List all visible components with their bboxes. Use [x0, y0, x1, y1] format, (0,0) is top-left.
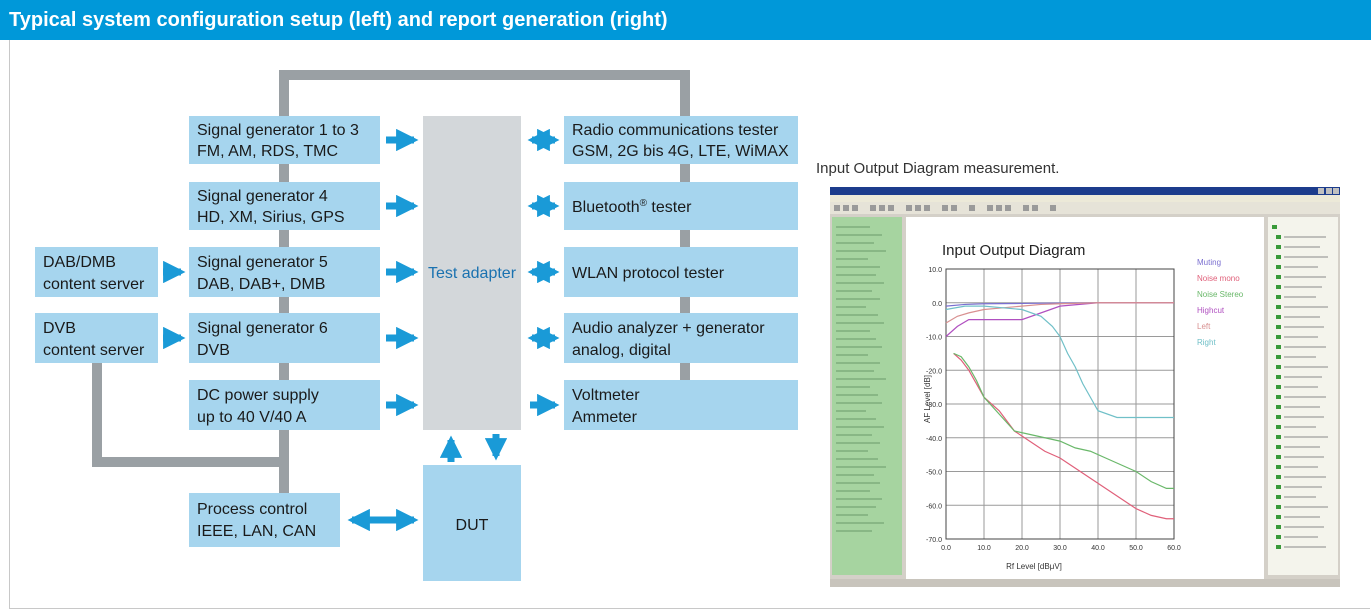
- registered-mark: ®: [640, 198, 648, 209]
- box-line2: up to 40 V/40 A: [197, 409, 307, 426]
- box-line1: Audio analyzer + generator: [572, 320, 765, 337]
- y-tick-label: -40.0: [926, 436, 942, 443]
- app-titlebar: [830, 187, 1340, 195]
- signal-generator-6-box: Signal generator 6 DVB: [189, 313, 380, 363]
- box-line2: DVB: [197, 342, 230, 359]
- y-tick-label: -20.0: [926, 368, 942, 375]
- box-line1: DC power supply: [197, 387, 319, 404]
- app-statusbar: [830, 579, 1340, 587]
- y-tick-label: -60.0: [926, 503, 942, 510]
- page-title: Typical system configuration setup (left…: [9, 9, 668, 31]
- box-line2: GSM, 2G bis 4G, LTE, WiMAX: [572, 143, 789, 160]
- chart-ticks: 0.0 10.0 20.0 30.0 40.0 50.0 60.0 10.0 0.0 -10.0 -…: [926, 267, 1181, 552]
- x-tick-label: 10.0: [977, 545, 991, 552]
- voltmeter-ammeter-box: Voltmeter Ammeter: [564, 380, 798, 430]
- legend-entry: Highcut: [1197, 306, 1225, 315]
- maximize-icon[interactable]: [1326, 188, 1332, 194]
- dc-power-supply-box: DC power supply up to 40 V/40 A: [189, 380, 380, 430]
- system-configuration-diagram: Test adapter DUT Signal generator 1 to 3…: [35, 70, 798, 581]
- right-tree-items: [1272, 225, 1281, 549]
- audio-analyzer-box: Audio analyzer + generator analog, digit…: [564, 313, 798, 363]
- dut-box: [423, 465, 521, 581]
- chart-title: Input Output Diagram: [942, 242, 1085, 259]
- x-axis-label: Rf Level [dBμV]: [1006, 562, 1062, 571]
- box-line2: HD, XM, Sirius, GPS: [197, 209, 345, 226]
- box-line1: Signal generator 5: [197, 254, 328, 271]
- y-tick-label: 10.0: [928, 267, 942, 274]
- box-line2: analog, digital: [572, 342, 671, 359]
- right-tree-labels: [1284, 236, 1328, 548]
- chart-series: [945, 302, 1174, 520]
- series-line-noise-stereo: [953, 352, 1174, 489]
- bus-pipes: [92, 70, 690, 493]
- dab-dmb-content-server-box: DAB/DMB content server: [35, 247, 158, 297]
- close-icon[interactable]: [1333, 188, 1339, 194]
- series-line-right: [945, 305, 1174, 419]
- signal-generator-5-box: Signal generator 5 DAB, DAB+, DMB: [189, 247, 380, 297]
- bluetooth-tester-box: Bluetooth® tester: [564, 182, 798, 230]
- box-line1: DAB/DMB: [43, 254, 116, 271]
- dvb-content-server-box: DVB content server: [35, 313, 158, 363]
- y-axis-label: AF Level [dB]: [923, 375, 932, 423]
- toolbar-buttons: [834, 205, 1056, 211]
- x-tick-label: 60.0: [1167, 545, 1181, 552]
- x-tick-label: 0.0: [941, 545, 951, 552]
- app-menubar: [830, 195, 1340, 202]
- process-control-box: Process control IEEE, LAN, CAN: [189, 493, 340, 547]
- y-tick-label: -30.0: [926, 402, 942, 409]
- wlan-protocol-tester-box: WLAN protocol tester: [564, 247, 798, 297]
- series-line-left: [945, 302, 1174, 324]
- box-line2: content server: [43, 276, 145, 293]
- box-line1: DVB: [43, 320, 76, 337]
- legend-entry: Right: [1197, 338, 1216, 347]
- chart-canvas: [906, 217, 1264, 579]
- connection-arrows: [163, 128, 560, 532]
- box-line1: Process control: [197, 501, 307, 518]
- plot-border: [945, 268, 1175, 540]
- series-line-noise-mono: [953, 352, 1174, 520]
- y-tick-label: 0.0: [932, 301, 942, 308]
- box-line1: Radio communications tester: [572, 122, 779, 139]
- box-line2: content server: [43, 342, 145, 359]
- legend-entry: Noise Stereo: [1197, 290, 1244, 299]
- y-tick-label: -70.0: [926, 537, 942, 544]
- left-tree-panel[interactable]: [832, 217, 902, 575]
- signal-generator-4-box: Signal generator 4 HD, XM, Sirius, GPS: [189, 182, 380, 230]
- legend-entry: Left: [1197, 322, 1211, 331]
- box-line2: IEEE, LAN, CAN: [197, 523, 316, 540]
- tester-label: tester: [647, 199, 692, 216]
- box-line1: Signal generator 6: [197, 320, 328, 337]
- radio-communications-tester-box: Radio communications tester GSM, 2G bis …: [564, 116, 798, 164]
- x-tick-label: 30.0: [1053, 545, 1067, 552]
- app-toolbar: [830, 202, 1340, 214]
- test-adapter-box: [423, 116, 521, 430]
- input-output-diagram-screenshot: Input Output Diagram Rf Level [dBμV] AF …: [830, 187, 1340, 587]
- x-tick-label: 40.0: [1091, 545, 1105, 552]
- bluetooth-label: Bluetooth: [572, 199, 640, 216]
- page-header: Typical system configuration setup (left…: [0, 0, 1371, 40]
- dut-label: DUT: [456, 517, 489, 534]
- y-tick-label: -10.0: [926, 335, 942, 342]
- box-line2: Ammeter: [572, 409, 638, 426]
- box-line1: WLAN protocol tester: [572, 265, 725, 282]
- x-tick-label: 20.0: [1015, 545, 1029, 552]
- minimize-icon[interactable]: [1318, 188, 1324, 194]
- box-line1: Signal generator 4: [197, 188, 328, 205]
- box-line1: Signal generator 1 to 3: [197, 122, 359, 139]
- chart-grid: [945, 268, 1175, 540]
- test-adapter-label: Test adapter: [428, 265, 517, 282]
- y-tick-label: -50.0: [926, 470, 942, 477]
- box-line2: DAB, DAB+, DMB: [197, 276, 325, 293]
- box-line1: Bluetooth® tester: [572, 198, 692, 216]
- screenshot-caption: Input Output Diagram measurement.: [816, 160, 1060, 177]
- box-line1: Voltmeter: [572, 387, 640, 404]
- legend-entry: Noise mono: [1197, 274, 1240, 283]
- x-tick-label: 50.0: [1129, 545, 1143, 552]
- left-tree-items: [836, 226, 886, 532]
- legend-entry: Muting: [1197, 258, 1221, 267]
- signal-generator-1-3-box: Signal generator 1 to 3 FM, AM, RDS, TMC: [189, 116, 380, 164]
- box-line2: FM, AM, RDS, TMC: [197, 143, 338, 160]
